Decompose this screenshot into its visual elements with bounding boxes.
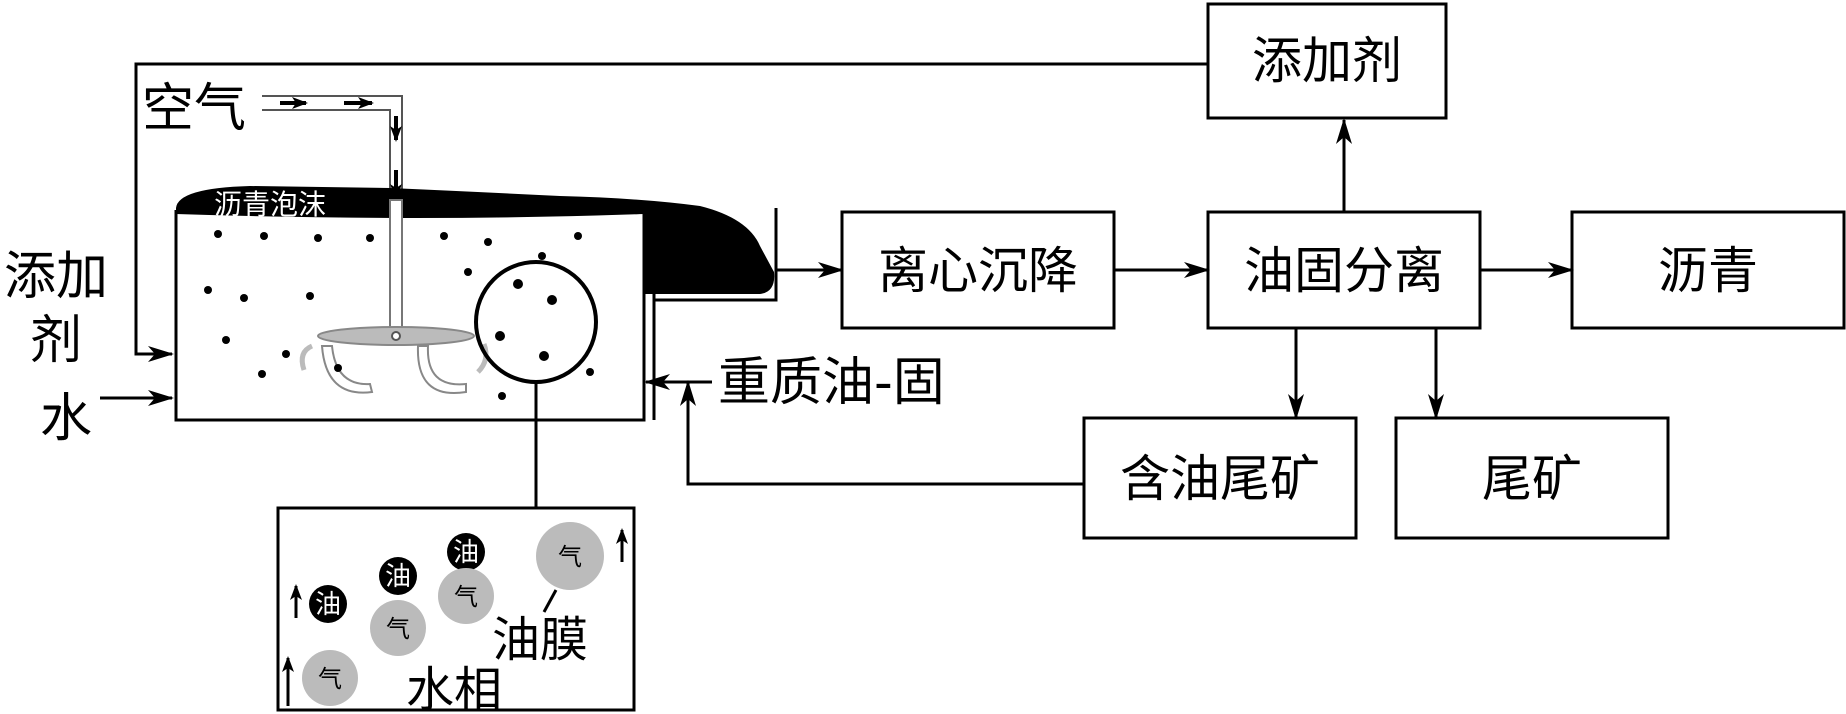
gas-bubble [370, 600, 426, 656]
label-oil-solid-separation: 油固分离 [1244, 242, 1444, 300]
label-oil-film: 油膜 [492, 612, 588, 668]
label-air: 空气 [142, 79, 246, 139]
oil-droplet [379, 557, 417, 595]
label-additive-top: 添加剂 [1252, 32, 1402, 90]
box-centrifuge [840, 210, 1116, 330]
label-bitumen: 沥青 [1658, 242, 1758, 300]
label-additive-left-2: 剂 [30, 311, 82, 371]
flotation-tank [174, 186, 778, 508]
box-oily-tailings [1082, 416, 1358, 540]
oil-label: 油 [315, 590, 341, 620]
box-bitumen [1570, 210, 1846, 330]
gas-label: 气 [318, 665, 342, 693]
box-oil-solid-separation [1206, 210, 1482, 330]
label-bitumen-froth: 沥青泡沫 [214, 188, 326, 221]
oil-droplet [309, 585, 347, 623]
magnifier-circle [474, 260, 598, 384]
detail-box [276, 506, 636, 712]
oil-droplet [447, 533, 485, 571]
oil-label: 油 [385, 562, 411, 592]
gas-label: 气 [386, 615, 410, 643]
label-heavy-oil-solid: 重质油-固 [718, 353, 945, 413]
oil-label: 油 [453, 538, 479, 568]
box-tailings [1394, 416, 1670, 540]
recycle-line [680, 380, 1084, 486]
label-centrifuge: 离心沉降 [878, 242, 1078, 300]
gas-label: 气 [454, 583, 478, 611]
gas-bubble [302, 650, 358, 706]
label-oily-tailings: 含油尾矿 [1120, 450, 1320, 508]
label-additive-left-1: 添加 [4, 247, 108, 307]
label-tailings: 尾矿 [1482, 450, 1582, 508]
additive-return-line [134, 62, 1208, 362]
label-water-phase: 水相 [406, 662, 502, 714]
box-additive-top [1206, 2, 1448, 120]
gas-bubble [536, 522, 604, 590]
gas-label: 气 [558, 543, 582, 571]
gas-bubble [438, 568, 494, 624]
air-pipe [262, 95, 403, 210]
bitumen-froth-layer [176, 186, 775, 294]
label-water: 水 [40, 389, 92, 449]
